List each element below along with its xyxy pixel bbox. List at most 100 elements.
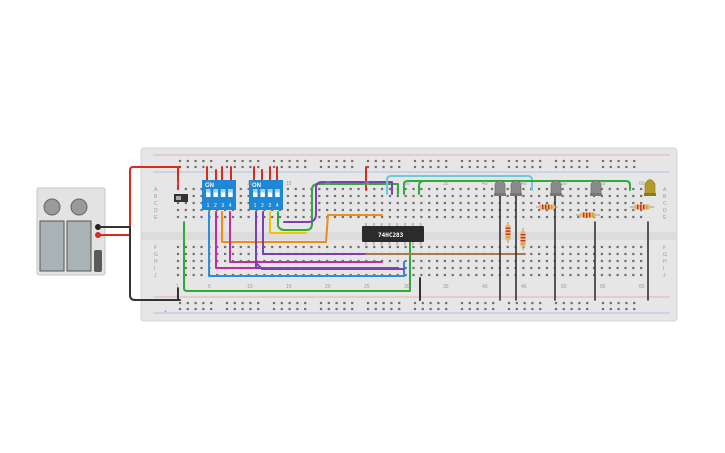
breadboard-hole[interactable] — [592, 266, 596, 270]
rail-hole[interactable] — [225, 159, 229, 163]
breadboard-hole[interactable] — [459, 194, 462, 198]
rail-hole[interactable] — [468, 307, 471, 311]
rail-hole[interactable] — [609, 307, 612, 311]
rail-hole[interactable] — [202, 159, 205, 163]
breadboard-hole[interactable] — [459, 259, 462, 263]
breadboard-hole[interactable] — [200, 187, 203, 191]
breadboard-hole[interactable] — [404, 201, 407, 205]
rail-hole[interactable] — [476, 165, 479, 169]
breadboard-hole[interactable] — [286, 245, 289, 249]
breadboard-hole[interactable] — [592, 245, 596, 249]
rail-hole[interactable] — [241, 165, 244, 169]
rail-hole[interactable] — [210, 159, 213, 163]
resistor[interactable] — [505, 222, 511, 243]
rail-hole[interactable] — [272, 159, 276, 163]
breadboard-hole[interactable] — [192, 215, 195, 219]
rail-hole[interactable] — [507, 165, 511, 169]
rail-hole[interactable] — [554, 301, 558, 305]
rail-hole[interactable] — [515, 301, 518, 305]
rail-hole[interactable] — [617, 159, 620, 163]
breadboard-hole[interactable] — [216, 215, 219, 219]
breadboard-hole[interactable] — [341, 215, 344, 219]
breadboard-hole[interactable] — [640, 187, 643, 191]
rail-hole[interactable] — [531, 165, 534, 169]
rail-hole[interactable] — [257, 301, 260, 305]
dip-toggle-lever[interactable] — [260, 189, 265, 193]
dip-toggle[interactable] — [253, 189, 258, 197]
breadboard-hole[interactable] — [483, 187, 486, 191]
breadboard-hole[interactable] — [569, 215, 572, 219]
rail-hole[interactable] — [382, 165, 385, 169]
breadboard-hole[interactable] — [506, 266, 509, 270]
breadboard-hole[interactable] — [420, 259, 423, 263]
breadboard-hole[interactable] — [577, 266, 580, 270]
rail-hole[interactable] — [398, 307, 401, 311]
breadboard-hole[interactable] — [585, 201, 588, 205]
rail-hole[interactable] — [288, 307, 291, 311]
rail-hole[interactable] — [194, 165, 197, 169]
rail-hole[interactable] — [280, 159, 283, 163]
breadboard-hole[interactable] — [247, 201, 250, 205]
rail-hole[interactable] — [531, 159, 534, 163]
rail-hole[interactable] — [586, 165, 589, 169]
breadboard-hole[interactable] — [616, 245, 619, 249]
breadboard-hole[interactable] — [404, 273, 407, 277]
rail-hole[interactable] — [319, 165, 323, 169]
breadboard-hole[interactable] — [373, 245, 376, 249]
breadboard-hole[interactable] — [435, 273, 439, 277]
breadboard-hole[interactable] — [184, 245, 187, 249]
rail-hole[interactable] — [374, 165, 377, 169]
breadboard-hole[interactable] — [640, 194, 643, 198]
breadboard-hole[interactable] — [302, 194, 305, 198]
breadboard-hole[interactable] — [326, 187, 329, 191]
wire-cyan-sum[interactable] — [386, 175, 533, 195]
breadboard-hole[interactable] — [624, 252, 627, 256]
breadboard-hole[interactable] — [545, 266, 549, 270]
rail-hole[interactable] — [382, 307, 385, 311]
breadboard-hole[interactable] — [318, 208, 321, 212]
breadboard-hole[interactable] — [577, 208, 580, 212]
rail-hole[interactable] — [609, 165, 612, 169]
rail-hole[interactable] — [327, 301, 330, 305]
rail-hole[interactable] — [296, 307, 299, 311]
breadboard-hole[interactable] — [616, 187, 619, 191]
breadboard-hole[interactable] — [530, 208, 533, 212]
breadboard-hole[interactable] — [522, 266, 525, 270]
breadboard-hole[interactable] — [561, 208, 564, 212]
breadboard-hole[interactable] — [608, 252, 611, 256]
breadboard-hole[interactable] — [428, 266, 431, 270]
rail-hole[interactable] — [413, 165, 417, 169]
breadboard-hole[interactable] — [538, 273, 541, 277]
breadboard-hole[interactable] — [506, 273, 509, 277]
rail-hole[interactable] — [296, 301, 299, 305]
breadboard-hole[interactable] — [616, 208, 619, 212]
rail-hole[interactable] — [343, 159, 346, 163]
breadboard-hole[interactable] — [302, 201, 305, 205]
wire-green-carry[interactable] — [277, 183, 399, 231]
breadboard-hole[interactable] — [396, 245, 399, 249]
rail-hole[interactable] — [562, 307, 565, 311]
breadboard-hole[interactable] — [192, 245, 195, 249]
rail-hole[interactable] — [186, 301, 189, 305]
breadboard-hole[interactable] — [624, 201, 627, 205]
wire-yellow-input[interactable] — [269, 211, 307, 234]
rail-hole[interactable] — [343, 307, 346, 311]
rail-hole[interactable] — [319, 159, 323, 163]
rail-hole[interactable] — [460, 307, 464, 311]
breadboard-hole[interactable] — [396, 215, 399, 219]
breadboard-hole[interactable] — [600, 208, 603, 212]
led[interactable] — [494, 179, 506, 195]
breadboard-hole[interactable] — [247, 187, 250, 191]
breadboard-hole[interactable] — [388, 259, 392, 263]
resistor[interactable] — [520, 228, 526, 250]
breadboard-hole[interactable] — [200, 245, 203, 249]
breadboard-hole[interactable] — [475, 208, 478, 212]
breadboard-hole[interactable] — [428, 273, 431, 277]
rail-hole[interactable] — [445, 159, 448, 163]
breadboard-hole[interactable] — [467, 259, 470, 263]
breadboard-hole[interactable] — [467, 201, 470, 205]
rail-hole[interactable] — [476, 159, 479, 163]
breadboard-hole[interactable] — [341, 201, 344, 205]
rail-hole[interactable] — [468, 159, 471, 163]
breadboard-hole[interactable] — [640, 259, 643, 263]
